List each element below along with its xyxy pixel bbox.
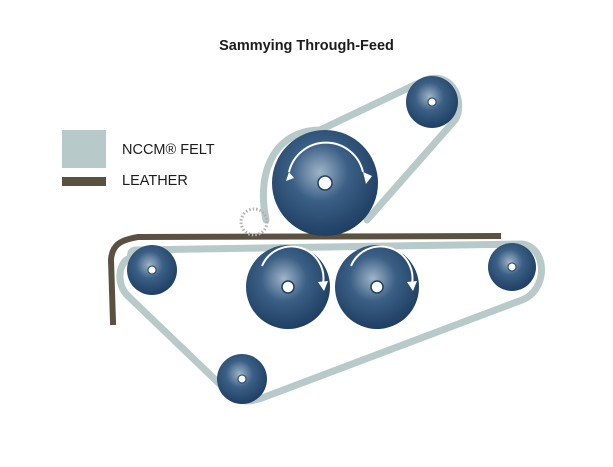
leather-label: LEATHER [122, 173, 188, 189]
top-right-roller [406, 76, 458, 128]
lower-left-main-roller [246, 245, 330, 329]
lower-felt-belt [116, 240, 545, 405]
main-upper-roller [272, 130, 378, 236]
rotation-arrow-icon [318, 281, 328, 291]
upper-felt-belt [259, 74, 463, 224]
rotation-arrow-icon [286, 172, 294, 181]
leather-strip [108, 232, 502, 326]
felt-label: NCCM® FELT [122, 142, 215, 158]
left-small-roller [127, 245, 177, 295]
diagram-title: Sammying Through-Feed [219, 38, 394, 54]
rotation-arrow-icon [363, 172, 372, 184]
right-small-roller [488, 243, 536, 291]
bottom-roller [217, 354, 267, 404]
rotation-arrow-icon [288, 141, 364, 173]
felt-swatch [62, 130, 106, 168]
lower-right-main-roller [335, 245, 419, 329]
rotation-arrow-icon [407, 281, 417, 291]
guide-roller-dotted [239, 207, 269, 237]
rotation-arrow-icon [261, 245, 325, 285]
rotation-arrow-icon [350, 245, 414, 285]
leather-swatch [62, 177, 106, 186]
